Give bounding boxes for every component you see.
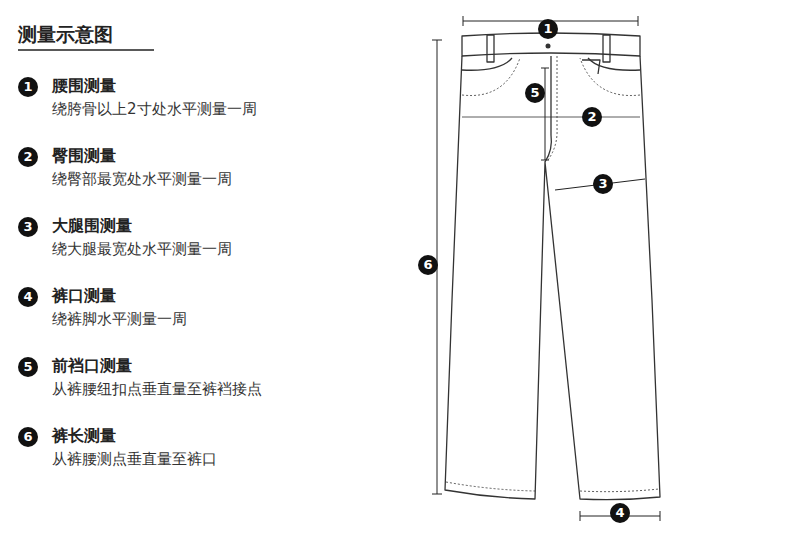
callout-number: 4 [610,503,630,523]
measure-description: 绕臀部最宽处水平测量一周 [52,170,232,189]
callout-number: 5 [525,83,545,103]
measure-heading: 裤口测量 [52,286,116,307]
callout-number: 1 [538,19,558,39]
callout-number: 6 [418,255,438,275]
callout-number: 3 [18,217,38,237]
callout-number: 2 [18,147,38,167]
diagram-title: 测量示意图 [18,22,113,48]
callout-number: 1 [18,77,38,97]
callout-number: 5 [18,357,38,377]
measure-heading: 大腿围测量 [52,216,132,237]
callout-number: 2 [582,107,602,127]
measure-heading: 前裆口测量 [52,356,132,377]
measure-description: 绕胯骨以上2寸处水平测量一周 [52,100,257,119]
measure-heading: 臀围测量 [52,146,116,167]
callout-number: 4 [18,287,38,307]
measure-description: 绕裤脚水平测量一周 [52,310,187,329]
measure-heading: 腰围测量 [52,76,116,97]
callout-number: 6 [18,427,38,447]
callout-number: 3 [593,174,613,194]
measure-description: 从裤腰测点垂直量至裤口 [52,450,217,469]
measure-description: 绕大腿最宽处水平测量一周 [52,240,232,259]
measure-heading: 裤长测量 [52,426,116,447]
measure-description: 从裤腰纽扣点垂直量至裤裆接点 [52,380,262,399]
